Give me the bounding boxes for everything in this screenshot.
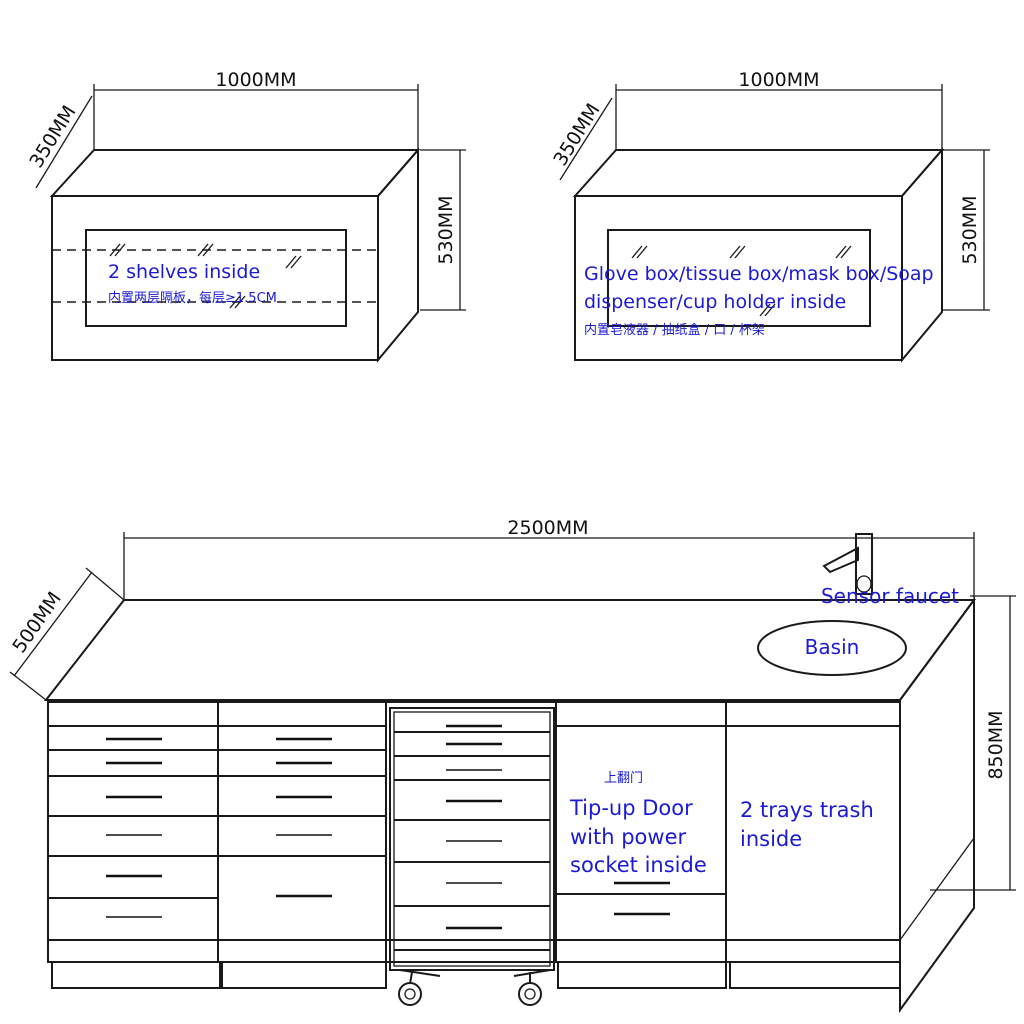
right-wall-cabinet: 1000MM 350MM 530MM Glove box/tissue box/… <box>549 69 990 363</box>
left-wall-cabinet: 1000MM 350MM 530MM 2 shelves inside 内置两层… <box>25 69 466 363</box>
basin <box>757 620 907 676</box>
floor-depth-dimension: 500MM <box>8 588 66 657</box>
caster-wheel-right <box>513 969 551 1006</box>
trash-label-line1: 2 trays trash <box>740 798 874 822</box>
tipup-door-label-cn: 上翻门 <box>604 771 643 786</box>
tipup-door-label-line1: Tip-up Door <box>569 796 693 820</box>
plinth <box>48 961 901 989</box>
right-width-dimension: 1000MM <box>738 69 819 91</box>
right-cabinet-label-line2: dispenser/cup holder inside <box>584 291 846 313</box>
left-cabinet-label-cn: 内置两层隔板，每层≥1.5CM <box>108 290 277 306</box>
drawer-column-2 <box>218 702 387 962</box>
left-height-dimension: 530MM <box>435 195 457 264</box>
tipup-door-column: 上翻门 Tip-up Door with power socket inside <box>555 702 727 962</box>
trash-label-line2: inside <box>740 827 802 851</box>
tipup-door-label-line3: socket inside <box>570 853 707 877</box>
caster-wheel-left <box>398 969 441 1006</box>
left-cabinet-label: 2 shelves inside <box>108 261 260 283</box>
sensor-faucet-label: Sensor faucet <box>821 584 959 608</box>
tipup-door-label-line2: with power <box>570 825 687 849</box>
floor-height-dimension: 850MM <box>985 710 1007 779</box>
drawer-column-1 <box>48 702 219 962</box>
floor-width-dimension: 2500MM <box>507 517 588 539</box>
floor-cabinet: 2500MM 500MM 850MM Sensor faucet Basin <box>8 517 1016 1014</box>
left-width-dimension: 1000MM <box>215 69 296 91</box>
basin-label: Basin <box>805 635 860 659</box>
sensor-faucet <box>822 533 873 595</box>
mobile-drawer-cart <box>389 707 555 1006</box>
right-depth-dimension: 350MM <box>549 100 604 170</box>
right-cabinet-label-line1: Glove box/tissue box/mask box/Soap <box>584 263 934 285</box>
trash-column: 2 trays trash inside <box>726 725 900 851</box>
right-cabinet-label-cn: 内置皂液器 / 抽纸盒 / 口 / 杯架 <box>584 322 765 338</box>
right-height-dimension: 530MM <box>959 195 981 264</box>
